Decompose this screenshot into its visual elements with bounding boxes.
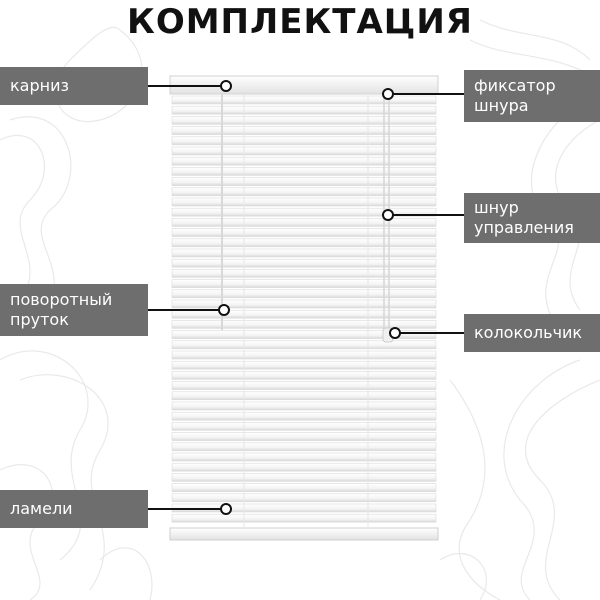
slat — [171, 401, 437, 411]
label-shnur-upravleniya: шнур управления — [464, 193, 600, 243]
slat — [171, 452, 437, 462]
slat — [171, 422, 437, 431]
slat — [171, 350, 437, 360]
slat — [171, 299, 437, 309]
page-title: КОМПЛЕКТАЦИЯ — [127, 2, 473, 42]
slat — [171, 360, 437, 370]
label-fiksator-shnura: фиксатор шнура — [464, 70, 600, 122]
label-fiksator-line1: фиксатор — [474, 76, 556, 95]
label-shnur-line1: шнур — [474, 198, 519, 217]
slat — [171, 503, 437, 513]
slat — [171, 493, 437, 503]
slat — [171, 391, 437, 401]
slat — [171, 248, 437, 258]
label-povorotnyi-prutok: поворотный пруток — [0, 284, 148, 336]
label-fiksator-line2: шнура — [474, 96, 529, 115]
cord-bell — [382, 327, 394, 343]
label-kolokolchik-text: колокольчик — [474, 323, 583, 342]
slats-group — [171, 95, 437, 523]
slat — [171, 156, 437, 166]
label-shnur-line2: управления — [474, 218, 574, 237]
label-lameli: ламели — [0, 490, 148, 528]
slat — [171, 105, 437, 115]
slat — [171, 309, 437, 319]
slat — [171, 473, 437, 482]
slat — [171, 187, 437, 197]
label-prutok-line2: пруток — [10, 310, 69, 329]
label-karniz-text: карниз — [10, 76, 69, 95]
slat — [171, 116, 437, 125]
bottom-rail — [169, 527, 439, 541]
slat — [171, 258, 437, 268]
slat — [171, 330, 437, 339]
slat — [171, 228, 437, 237]
slat — [171, 207, 437, 217]
slat — [171, 462, 437, 472]
slat — [171, 167, 437, 176]
slat — [171, 279, 437, 288]
slat — [171, 483, 437, 492]
slat — [171, 432, 437, 441]
head-rail — [169, 75, 439, 95]
slat — [171, 513, 437, 523]
label-prutok-line1: поворотный — [10, 290, 113, 309]
slat — [171, 442, 437, 452]
label-kolokolchik: колокольчик — [464, 314, 600, 352]
slat — [171, 289, 437, 299]
label-karniz: карниз — [0, 67, 148, 105]
slat — [171, 177, 437, 186]
slat — [171, 197, 437, 207]
slat — [171, 269, 437, 278]
slat — [171, 146, 437, 156]
slat — [171, 218, 437, 227]
slat — [171, 95, 437, 105]
slat — [171, 320, 437, 329]
slat — [171, 126, 437, 135]
slat — [171, 411, 437, 421]
slat — [171, 136, 437, 146]
slat — [171, 340, 437, 350]
slat — [171, 238, 437, 248]
slat — [171, 381, 437, 390]
slat — [171, 371, 437, 380]
label-lameli-text: ламели — [10, 499, 73, 518]
